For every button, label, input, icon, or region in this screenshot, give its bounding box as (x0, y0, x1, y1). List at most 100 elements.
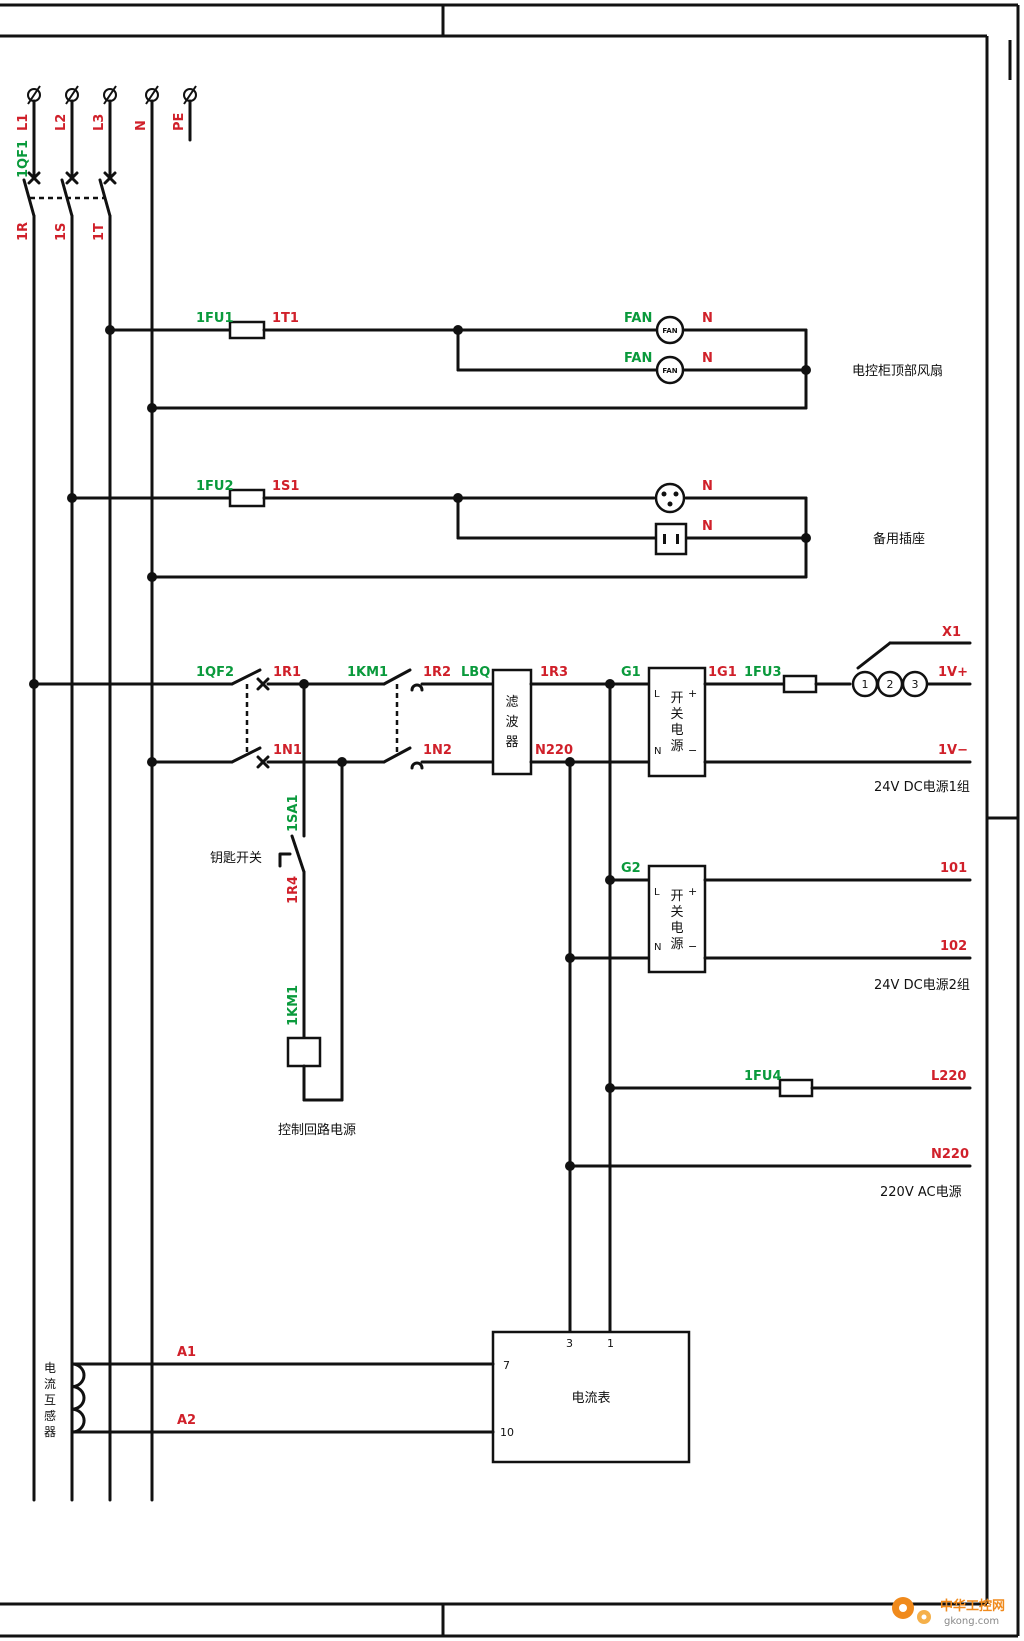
wire-label-g1: G1 (621, 665, 641, 680)
fuse-label-1fu4: 1FU4 (744, 1069, 782, 1084)
fan-symbol-top: FAN (655, 315, 685, 345)
psu2-l: L (654, 887, 660, 898)
psu1-char-4: 源 (670, 739, 683, 754)
drawing-frame (0, 3, 1020, 1638)
fan-label-bottom: FAN (624, 351, 652, 366)
psu2-minus: − (688, 940, 697, 953)
terminal-label-l1: L1 (16, 114, 31, 131)
terminal-label-l3: L3 (92, 114, 107, 131)
wire-label-1n2: 1N2 (423, 743, 452, 758)
terminal-block-icon: 1 2 3 (851, 670, 929, 698)
wire-label-1n1: 1N1 (273, 743, 302, 758)
fan-description: 电控柜顶部风扇 (852, 363, 943, 379)
ammeter-label: 电流表 (571, 1391, 610, 1406)
ct-char-2: 流 (44, 1377, 56, 1391)
neutral-label-fan-bottom: N (702, 351, 713, 366)
ct-char-1: 电 (44, 1361, 56, 1375)
ac-supply-description: 220V AC电源 (880, 1185, 962, 1200)
neutral-label-socket-top: N (702, 479, 713, 494)
ammeter-section: 电流表 3 1 7 10 A1 A2 电 流 互 感 器 (44, 1330, 691, 1464)
terminal-label-pe: PE (172, 113, 187, 131)
switch-label-1sa1: 1SA1 (286, 794, 301, 832)
psu1-char-1: 开 (670, 691, 683, 706)
socket-description: 备用插座 (873, 531, 925, 547)
neutral-label-fan-top: N (702, 311, 713, 326)
control-description: 控制回路电源 (278, 1122, 356, 1138)
psu1-minus: − (688, 744, 697, 757)
filter-char-3: 器 (505, 735, 518, 750)
incoming-terminals: L1 L2 L3 N PE (16, 85, 197, 131)
wire-label-g2: G2 (621, 861, 641, 876)
filter-box (491, 668, 533, 776)
wire-label-1s1: 1S1 (272, 479, 299, 494)
coil-label-1km1: 1KM1 (286, 985, 301, 1026)
dc-supply-2: G2 101 102 L N + − 开 关 电 源 24V DC电源2组 (568, 861, 972, 993)
main-buses: 1QF1 1R 1S 1T (16, 99, 192, 1502)
fan-label-top: FAN (624, 311, 652, 326)
coil-1km1 (286, 1036, 322, 1068)
psu-1-box (647, 666, 707, 778)
watermark-logo: 中华工控网 gkong.com (892, 1597, 1005, 1627)
wire-label-1g1: 1G1 (708, 665, 737, 680)
gear-icon (892, 1597, 931, 1624)
neutral-label-socket-bottom: N (702, 519, 713, 534)
fan-branch: FAN FAN 1FU1 1T1 FAN FAN N N 电控柜顶部风扇 (105, 311, 943, 413)
wire-label-n220-ac: N220 (931, 1147, 969, 1162)
fuse-1fu2 (228, 488, 266, 508)
watermark-name: 中华工控网 (940, 1598, 1005, 1614)
psu1-n: N (654, 746, 661, 757)
filter-char-2: 波 (505, 715, 518, 730)
fuse-label-1fu3: 1FU3 (744, 665, 782, 680)
bus-label-1r: 1R (16, 222, 31, 241)
terminal-label-n: N (134, 120, 149, 131)
wire-label-x1: X1 (942, 625, 961, 640)
breaker-1qf2-cross (256, 677, 270, 769)
control-circuit: 1SA1 钥匙开关 1R4 1KM1 控制回路电源 (210, 682, 356, 1138)
breaker-cross-marks (27, 171, 117, 185)
wire-label-101: 101 (940, 861, 967, 876)
dc-supply-1: 1 2 3 1QF2 1R1 1N1 1KM1 1R2 1N2 LBQ 滤 波 … (29, 625, 972, 795)
main-breaker-label: 1QF1 (16, 140, 31, 178)
ct-char-3: 互 (44, 1393, 56, 1407)
psu1-l: L (654, 689, 660, 700)
dc-supply-2-description: 24V DC电源2组 (874, 978, 970, 993)
svg-text:3: 3 (912, 678, 919, 691)
psu1-char-3: 电 (670, 723, 683, 738)
fuse-label-1fu2: 1FU2 (196, 479, 234, 494)
psu1-plus: + (688, 687, 697, 700)
fan-symbol-bottom: FAN (655, 355, 685, 385)
wire-label-a2: A2 (177, 1413, 196, 1428)
fuse-1fu3 (782, 674, 818, 694)
terminal-label-l2: L2 (54, 114, 69, 131)
filter-char-1: 滤 (505, 695, 518, 710)
ac-supply: 1FU4 L220 N220 220V AC电源 (568, 1069, 972, 1200)
psu2-char-4: 源 (670, 937, 683, 952)
ct-char-5: 器 (44, 1425, 56, 1439)
filter-tag-lbq: LBQ (461, 665, 490, 680)
round-socket-icon (654, 482, 686, 514)
wire-label-n220: N220 (535, 743, 573, 758)
psu2-char-1: 开 (670, 889, 683, 904)
psu2-char-3: 电 (670, 921, 683, 936)
wire-label-a1: A1 (177, 1345, 196, 1360)
key-switch-label: 钥匙开关 (210, 851, 262, 866)
dc-supply-1-description: 24V DC电源1组 (874, 780, 970, 795)
ammeter-pin-1: 1 (607, 1337, 614, 1350)
ct-coil-icon (70, 1362, 86, 1434)
fuse-1fu1 (228, 320, 266, 340)
breaker-label-1qf2: 1QF2 (196, 665, 234, 680)
svg-text:FAN: FAN (662, 367, 677, 375)
psu1-char-2: 关 (670, 707, 683, 722)
wire-label-1r4: 1R4 (286, 876, 301, 904)
watermark-url: gkong.com (944, 1616, 999, 1627)
wire-label-1r2: 1R2 (423, 665, 451, 680)
psu2-plus: + (688, 885, 697, 898)
ammeter-box (491, 1330, 691, 1464)
fuse-label-1fu1: 1FU1 (196, 311, 234, 326)
wire-label-1r1: 1R1 (273, 665, 301, 680)
wire-label-102: 102 (940, 939, 967, 954)
bus-label-1t: 1T (92, 223, 107, 241)
wire-label-1vpos: 1V+ (938, 665, 968, 680)
wire-label-l220: L220 (931, 1069, 966, 1084)
